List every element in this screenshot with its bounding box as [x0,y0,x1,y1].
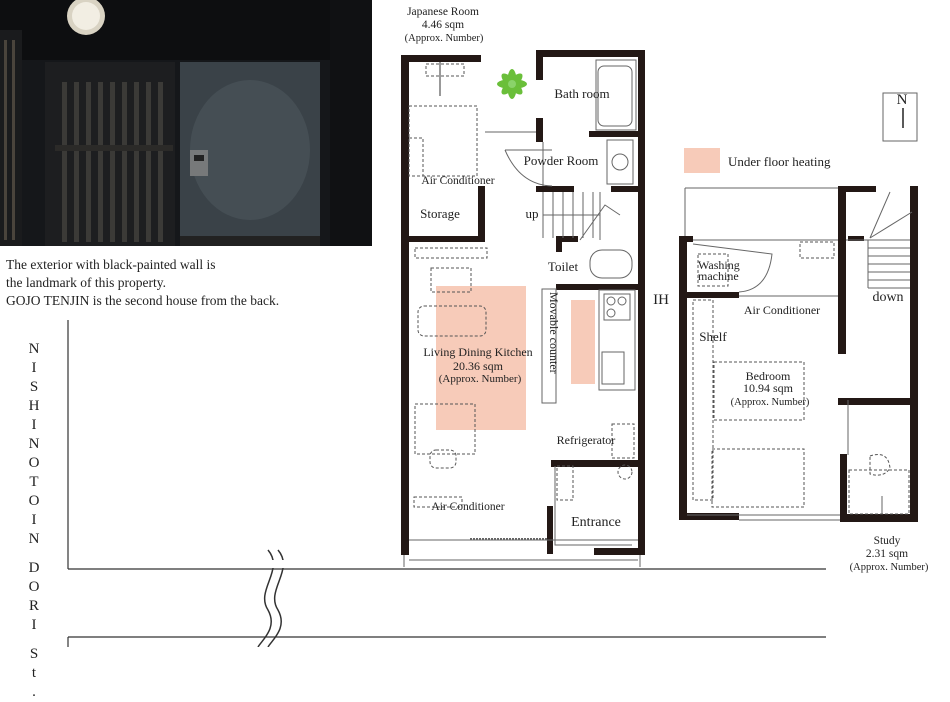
movable-counter-label: Movable counter [547,292,561,374]
study-area: 2.31 sqm [866,548,908,560]
street-name-char: S [29,379,39,395]
air-conditioner-label-1: Air Conditioner [421,175,494,187]
entrance-label: Entrance [571,515,621,530]
floor-plan: Japanese Room 4.46 sqm (Approx. Number) … [67,6,929,647]
street-name-char: O [28,455,40,471]
first-floor-thin-lines [403,59,641,567]
ldk-area: 20.36 sqm [453,359,504,373]
bath-room-label: Bath room [554,86,609,101]
study-name: Study [874,535,901,547]
up-label: up [526,206,539,221]
study-note: (Approx. Number) [850,562,929,573]
street-name-char: R [28,598,39,614]
refrigerator-label: Refrigerator [557,433,616,447]
bedroom-note: (Approx. Number) [731,397,810,408]
street-name-char: T [29,474,39,490]
air-conditioner-label-3: Air Conditioner [744,303,820,317]
washing-machine-line-2: machine [698,269,739,283]
street-name-char: N [28,341,40,357]
caption-line-1: The exterior with black-painted wall is [6,257,216,272]
compass-north-label: N [897,92,908,108]
street-name-char: S [29,646,39,662]
exterior-photo [0,0,372,246]
air-conditioner-label-2: Air Conditioner [431,501,504,513]
second-floor-dashed [692,241,910,515]
caption-line-3: GOJO TENJIN is the second house from the… [6,293,280,308]
street-name-char: O [28,493,40,509]
second-floor-walls [679,186,918,522]
toilet-label: Toilet [548,259,579,274]
first-floor-walls [401,50,645,555]
japanese-room-note: (Approx. Number) [405,33,484,44]
street-name-char: I [31,360,37,376]
street-name-char: O [28,579,40,595]
street-name-char: I [31,617,37,633]
ldk-note: (Approx. Number) [439,373,522,385]
bedroom-area: 10.94 sqm [743,381,794,395]
road [67,320,826,647]
under-floor-heating-zones [436,286,595,430]
street-name-char: t [31,665,37,681]
street-name-char: I [31,512,37,528]
plant-icon [497,69,527,99]
street-name-char: N [28,531,40,547]
street-name-char: . [32,684,36,700]
street-name-char: N [28,436,40,452]
caption-line-2: the landmark of this property. [6,275,166,290]
shelf-label: Shelf [699,329,727,344]
ldk-name: Living Dining Kitchen [423,345,532,359]
street-name-char: I [31,417,37,433]
washing-machine-line-1: Washing [698,258,740,272]
ih-label: IH [653,292,669,308]
japanese-room-area: 4.46 sqm [422,19,464,31]
legend-swatch [684,148,720,173]
photo-caption: The exterior with black-painted wall is … [6,256,279,310]
furniture-dashed [408,63,635,508]
storage-label: Storage [420,206,460,221]
bedroom-name: Bedroom [746,369,791,383]
japanese-room-name: Japanese Room [407,6,479,18]
down-label: down [872,290,903,305]
legend-label: Under floor heating [728,154,831,169]
powder-room-label: Powder Room [524,153,599,168]
street-name-char: H [28,398,40,414]
street-name-char: D [28,560,40,576]
second-floor-thin-lines [684,92,918,521]
